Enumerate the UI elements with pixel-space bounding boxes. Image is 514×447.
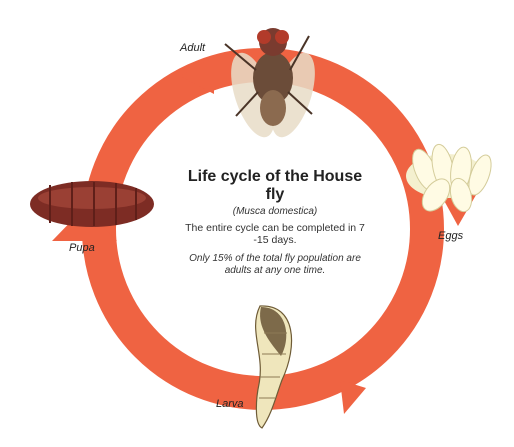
larva-label: Larva: [216, 398, 244, 410]
adult-label: Adult: [180, 42, 205, 54]
pupa-image: [30, 181, 154, 227]
cycle-duration-note: The entire cycle can be completed in 7 -…: [180, 222, 370, 246]
scientific-name: (Musca domestica): [180, 206, 370, 217]
adult-fly-image: [222, 28, 323, 142]
diagram-title: Life cycle of the House fly: [180, 168, 370, 204]
adult-population-note: Only 15% of the total fly population are…: [180, 253, 370, 277]
center-caption: Life cycle of the House fly (Musca domes…: [180, 168, 370, 277]
pupa-label: Pupa: [69, 242, 95, 254]
arrow-to-larva: [340, 380, 366, 414]
eggs-label: Eggs: [438, 230, 463, 242]
